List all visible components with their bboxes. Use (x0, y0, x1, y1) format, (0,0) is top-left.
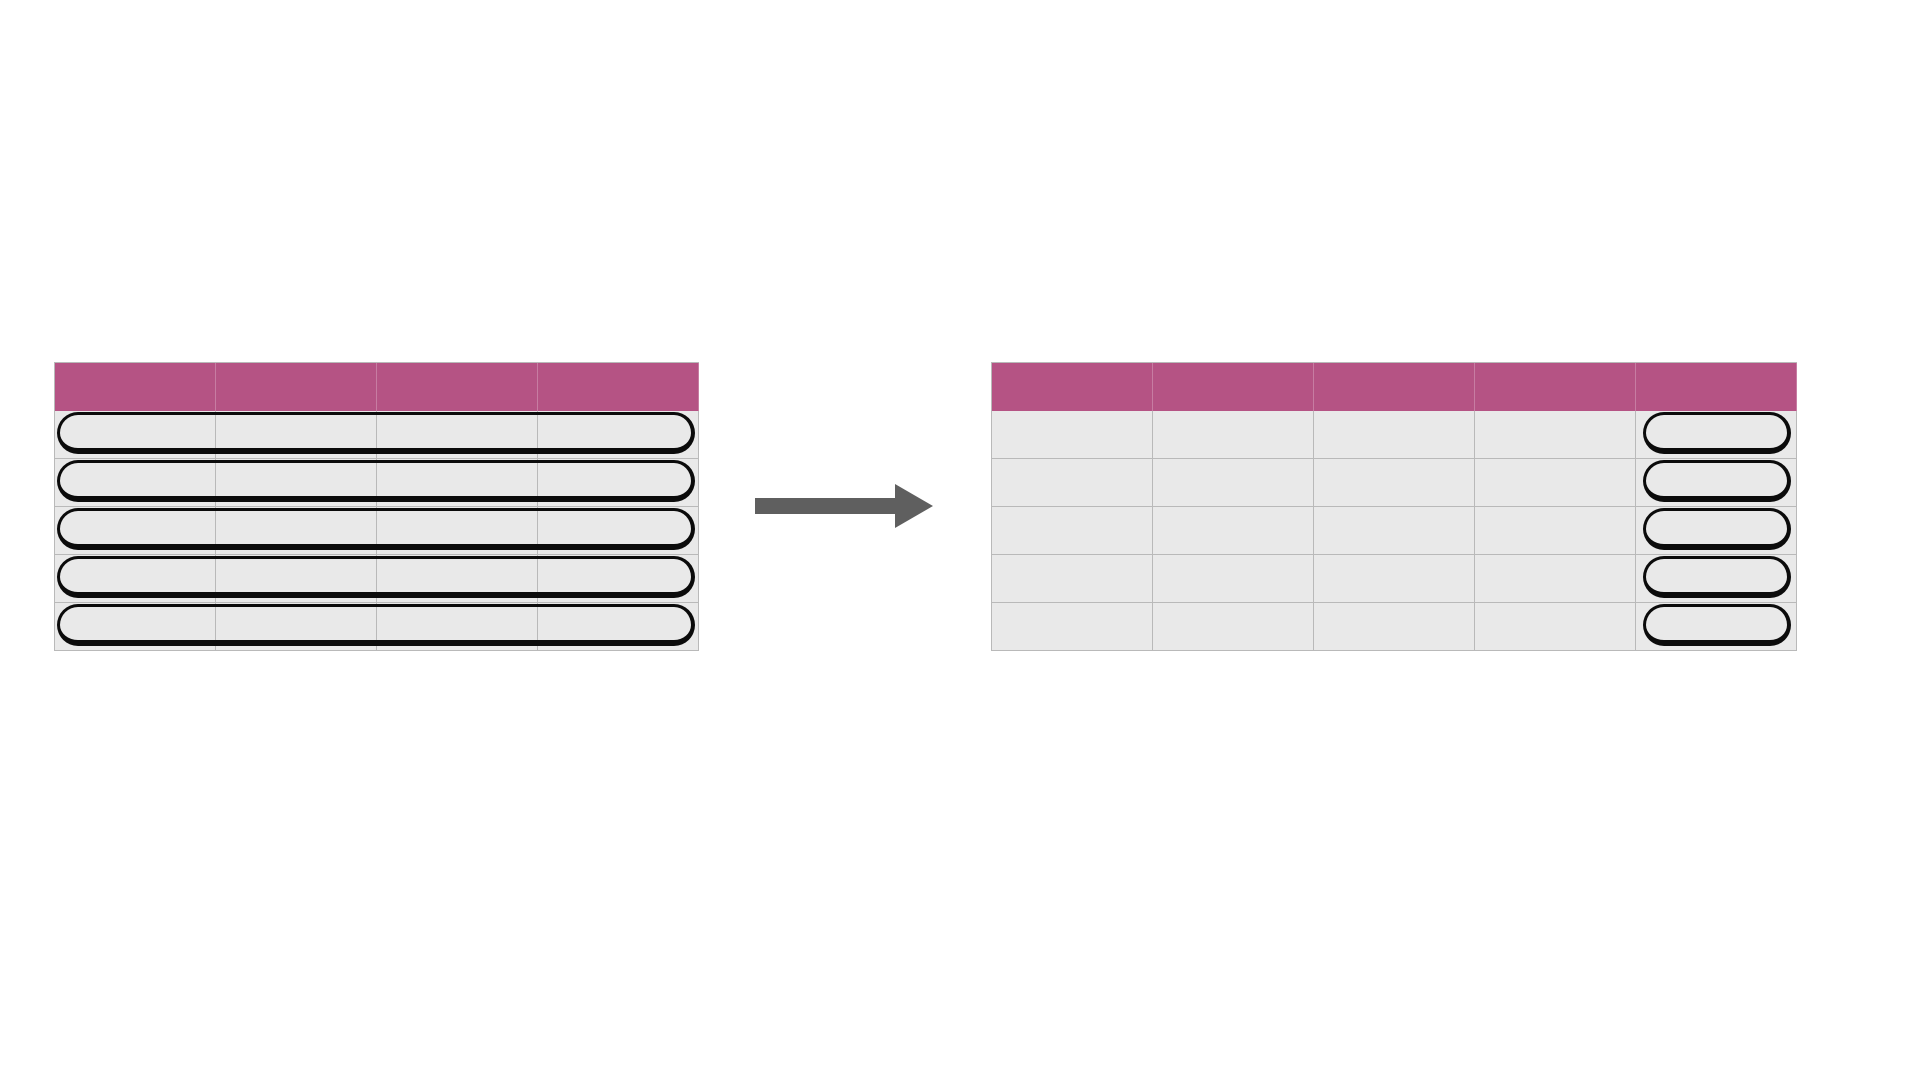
column-cell-highlight-outline (1643, 604, 1791, 646)
result-table-cell (1314, 459, 1475, 507)
right-arrow-icon (755, 484, 933, 528)
result-table-cell (1475, 555, 1636, 603)
arrow-shape (755, 484, 933, 528)
row-highlight-outline (57, 604, 695, 646)
result-table-header-cell (1314, 363, 1475, 411)
result-table-header-cell (992, 363, 1153, 411)
result-table-cell (992, 507, 1153, 555)
result-table-header-cell (1636, 363, 1797, 411)
source-table-header-cell (538, 363, 699, 411)
result-table-header-cell (1153, 363, 1314, 411)
column-cell-highlight-outline (1643, 412, 1791, 454)
result-table-cell (1314, 411, 1475, 459)
result-table-cell (1314, 603, 1475, 651)
result-table-header-cell (1475, 363, 1636, 411)
column-cell-highlight-outline (1643, 556, 1791, 598)
result-table-cell (1153, 411, 1314, 459)
column-cell-highlight-outline (1643, 508, 1791, 550)
result-table-cell (992, 411, 1153, 459)
result-table-cell (992, 555, 1153, 603)
result-table-cell (1475, 411, 1636, 459)
result-table-cell (992, 603, 1153, 651)
row-highlight-outline (57, 460, 695, 502)
result-table-cell (1475, 603, 1636, 651)
column-cell-highlight-outline (1643, 460, 1791, 502)
result-table-cell (1475, 507, 1636, 555)
result-table (991, 362, 1797, 651)
result-table-cell (1153, 459, 1314, 507)
result-table-cell (992, 459, 1153, 507)
result-table-cell (1153, 507, 1314, 555)
result-table-cell (1314, 555, 1475, 603)
source-table-header-cell (377, 363, 538, 411)
result-table-cell (1475, 459, 1636, 507)
source-table-header-cell (55, 363, 216, 411)
result-table-cell (1153, 603, 1314, 651)
result-table-cell (1153, 555, 1314, 603)
row-highlight-outline (57, 556, 695, 598)
row-highlight-outline (57, 508, 695, 550)
result-table-cell (1314, 507, 1475, 555)
source-table-header-cell (216, 363, 377, 411)
row-highlight-outline (57, 412, 695, 454)
